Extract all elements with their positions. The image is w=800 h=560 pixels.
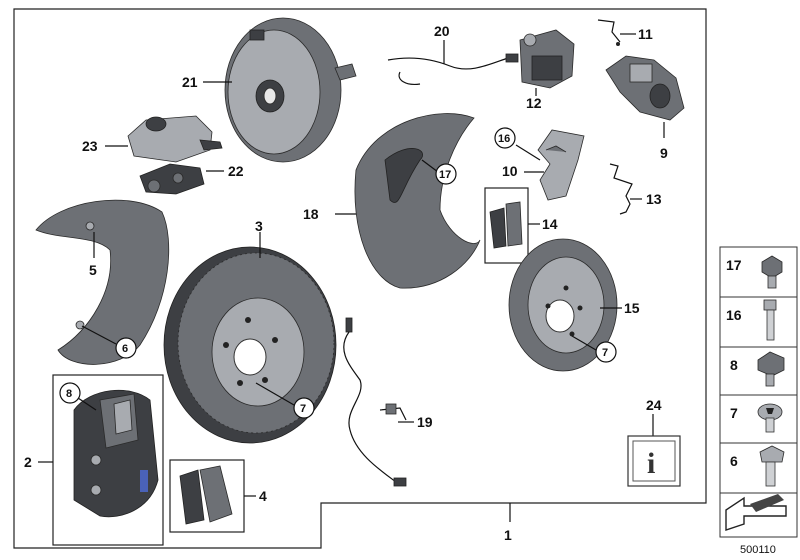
front-caliper-box <box>52 374 164 546</box>
label-10: 10 <box>502 163 518 179</box>
front-brake-pads[interactable] <box>179 465 233 525</box>
label-13: 13 <box>646 191 662 207</box>
bolt-16-icon <box>763 299 777 341</box>
sidebar-item-6[interactable] <box>719 442 798 494</box>
label-22: 22 <box>228 163 244 179</box>
brake-fluid-reservoir[interactable] <box>127 115 223 163</box>
label-18: 18 <box>303 206 319 222</box>
diagram-id: 500110 <box>740 544 776 556</box>
label-20: 20 <box>434 23 450 39</box>
sidebar-label-6: 6 <box>730 453 738 469</box>
label-5: 5 <box>89 262 97 278</box>
rear-brake-caliper[interactable] <box>605 55 685 121</box>
front-brake-shield[interactable] <box>35 199 170 365</box>
caliper-carrier[interactable] <box>537 129 585 201</box>
small-bracket[interactable] <box>597 19 621 46</box>
bolt-7-icon <box>757 403 783 433</box>
label-15: 15 <box>624 300 640 316</box>
label-3: 3 <box>255 218 263 234</box>
rear-brake-disc[interactable] <box>508 238 618 372</box>
info-glyph: i <box>647 447 655 480</box>
sidebar-label-16: 16 <box>726 307 742 323</box>
parking-brake-actuator[interactable] <box>519 29 575 89</box>
bolt-17-icon <box>761 255 783 289</box>
sidebar-item-7[interactable] <box>719 394 798 444</box>
sidebar-item-16[interactable] <box>719 296 798 348</box>
rear-pads-box <box>484 187 529 264</box>
label-16-callout: 16 <box>498 133 510 145</box>
label-14: 14 <box>542 216 558 232</box>
label-6-callout: 6 <box>122 343 128 355</box>
label-19: 19 <box>417 414 433 430</box>
label-7-callout-front: 7 <box>300 403 306 415</box>
label-12: 12 <box>526 95 542 111</box>
label-24: 24 <box>646 397 662 413</box>
label-11: 11 <box>638 26 653 42</box>
main-frame <box>13 8 707 549</box>
rear-brake-pads[interactable] <box>489 201 523 249</box>
rear-brake-shield[interactable] <box>354 113 481 289</box>
label-8-callout: 8 <box>66 388 72 400</box>
sidebar-label-8: 8 <box>730 357 738 373</box>
label-23: 23 <box>82 138 98 154</box>
label-21: 21 <box>182 74 198 90</box>
label-7-callout-rear: 7 <box>602 347 608 359</box>
label-1: 1 <box>504 527 512 543</box>
bolt-8-icon <box>757 351 785 387</box>
brake-booster[interactable] <box>224 17 357 163</box>
label-9: 9 <box>660 145 668 161</box>
front-brake-disc[interactable] <box>163 246 337 444</box>
info-icon[interactable]: i <box>627 435 681 487</box>
arrow-icon <box>725 494 787 531</box>
label-4: 4 <box>259 488 267 504</box>
front-brake-caliper[interactable] <box>73 389 159 518</box>
retaining-spring[interactable] <box>609 163 633 215</box>
label-17-callout: 17 <box>439 169 451 181</box>
sidebar-panel: 17 16 8 7 6 <box>719 246 798 538</box>
wear-sensor-top[interactable] <box>387 53 519 85</box>
label-2: 2 <box>24 454 32 470</box>
sidebar-label-17: 17 <box>726 257 742 273</box>
sidebar-label-7: 7 <box>730 405 738 421</box>
master-cylinder[interactable] <box>139 163 205 195</box>
bolt-6-icon <box>759 445 785 487</box>
wear-sensor-bottom[interactable] <box>343 317 407 487</box>
sidebar-item-8[interactable] <box>719 346 798 396</box>
